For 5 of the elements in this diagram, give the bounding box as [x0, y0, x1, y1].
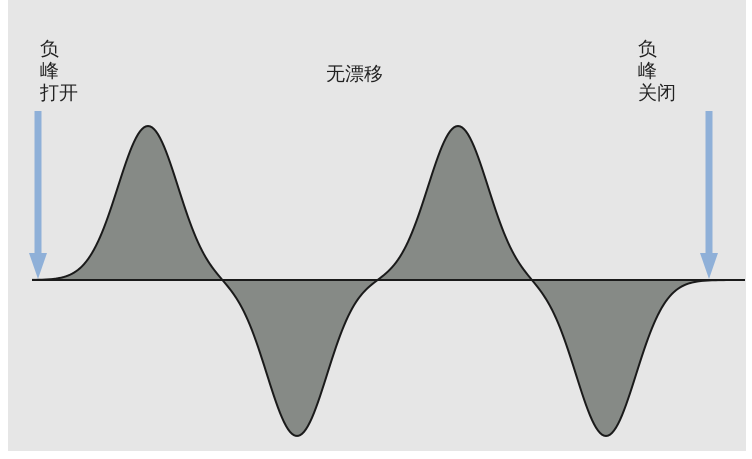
arrow	[29, 111, 47, 279]
annotation-text: 无漂移	[326, 62, 383, 87]
arrow	[700, 111, 718, 279]
annotation-text: 负峰打开	[40, 38, 78, 104]
annotation-text: 负峰关闭	[638, 38, 676, 104]
